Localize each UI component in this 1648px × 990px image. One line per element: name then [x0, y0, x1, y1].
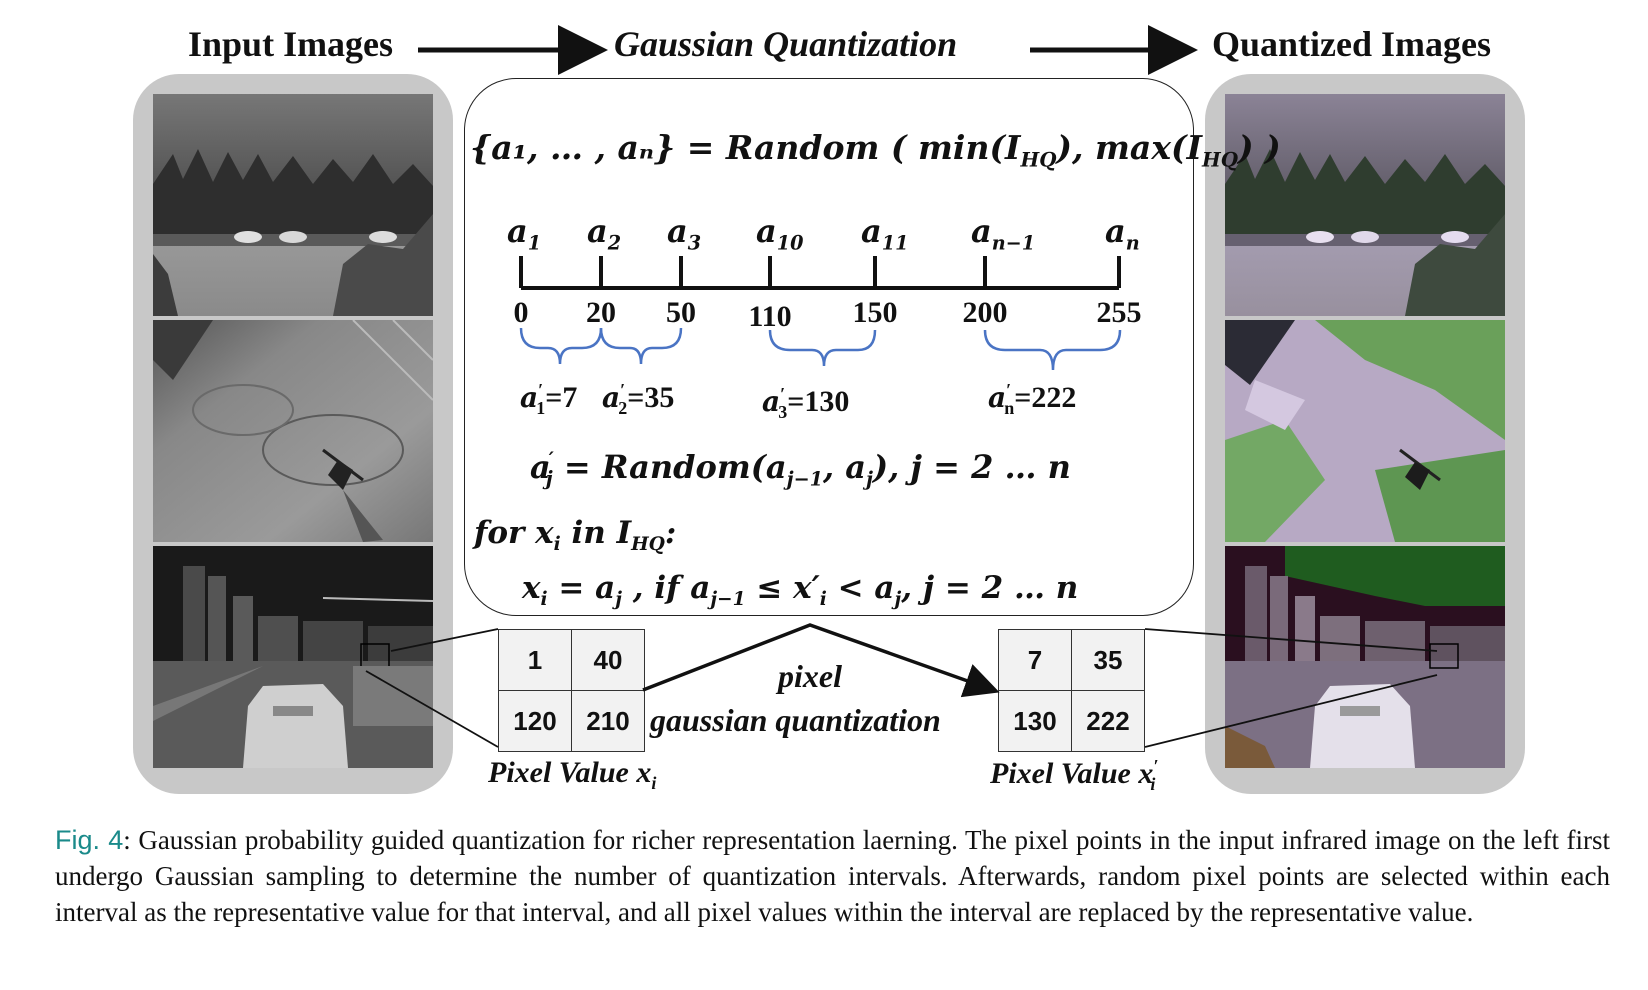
axis-value-150: 150	[852, 296, 898, 329]
input-images-panel	[133, 74, 453, 794]
input-image-street	[153, 546, 433, 768]
quantized-images-panel	[1205, 74, 1525, 794]
axis-value-200: 200	[962, 296, 1008, 329]
pixel-cell: 1	[498, 629, 572, 691]
representative-a3: a′3=130	[762, 384, 850, 422]
pixel-cell: 210	[571, 690, 645, 752]
pixel-cell: 130	[998, 690, 1072, 752]
header-input-images: Input Images	[188, 24, 394, 64]
label-pixel: pixel	[778, 658, 842, 694]
figure-caption: Fig. 4: Gaussian probability guided quan…	[55, 822, 1610, 930]
header-quantized-images: Quantized Images	[1212, 24, 1491, 64]
pixel-cell: 222	[1071, 690, 1145, 752]
label-pixel-value-input: Pixel Value xi	[488, 756, 657, 793]
representative-an: a′n=222	[988, 380, 1077, 418]
formula-for-loop: for xi in IHQ:	[474, 515, 677, 556]
axis-value-255: 255	[1096, 296, 1142, 329]
formula-random-anchors: {a₁, … , aₙ} = Random ( min(IHQ), max(IH…	[470, 128, 1281, 172]
quantized-image-field	[1225, 320, 1505, 542]
axis-anchor-3: a3	[667, 212, 702, 255]
header-gaussian-quantization: Gaussian Quantization	[614, 24, 958, 64]
pixel-cell: 35	[1071, 629, 1145, 691]
axis-value-0: 0	[513, 296, 529, 329]
axis-value-20: 20	[586, 296, 616, 329]
pixel-cell: 40	[571, 629, 645, 691]
pixel-cell: 120	[498, 690, 572, 752]
label-gaussian-quantization: gaussian quantization	[650, 702, 941, 738]
label-pixel-value-output: Pixel Value x′i	[990, 756, 1159, 794]
axis-anchor-1: a1	[507, 212, 542, 255]
axis-anchor-n−1: an−1	[971, 212, 1036, 255]
representative-a1: a′1=7	[520, 380, 578, 418]
axis-value-110: 110	[748, 300, 792, 333]
input-image-road	[153, 94, 433, 316]
formula-representative: a′j = Random(aj−1, aj), j = 2 … n	[530, 448, 1071, 491]
axis-anchor-11: a11	[861, 212, 909, 255]
caption-label: Fig. 4	[55, 825, 124, 855]
representative-a2: a′2=35	[602, 380, 675, 418]
caption-text: : Gaussian probability guided quantizati…	[55, 825, 1610, 927]
formula-assignment: xi = aj , if aj−1 ≤ x′i < aj, j = 2 … n	[522, 570, 1079, 611]
quantized-image-street	[1225, 546, 1505, 768]
axis-anchor-10: a10	[756, 212, 804, 255]
pixel-cell: 7	[998, 629, 1072, 691]
axis-anchor-n: an	[1105, 212, 1140, 255]
axis-value-50: 50	[666, 296, 696, 329]
axis-anchor-2: a2	[587, 212, 622, 255]
quantized-image-road	[1225, 94, 1505, 316]
input-image-field	[153, 320, 433, 542]
gaussian-quantization-panel	[464, 78, 1194, 616]
